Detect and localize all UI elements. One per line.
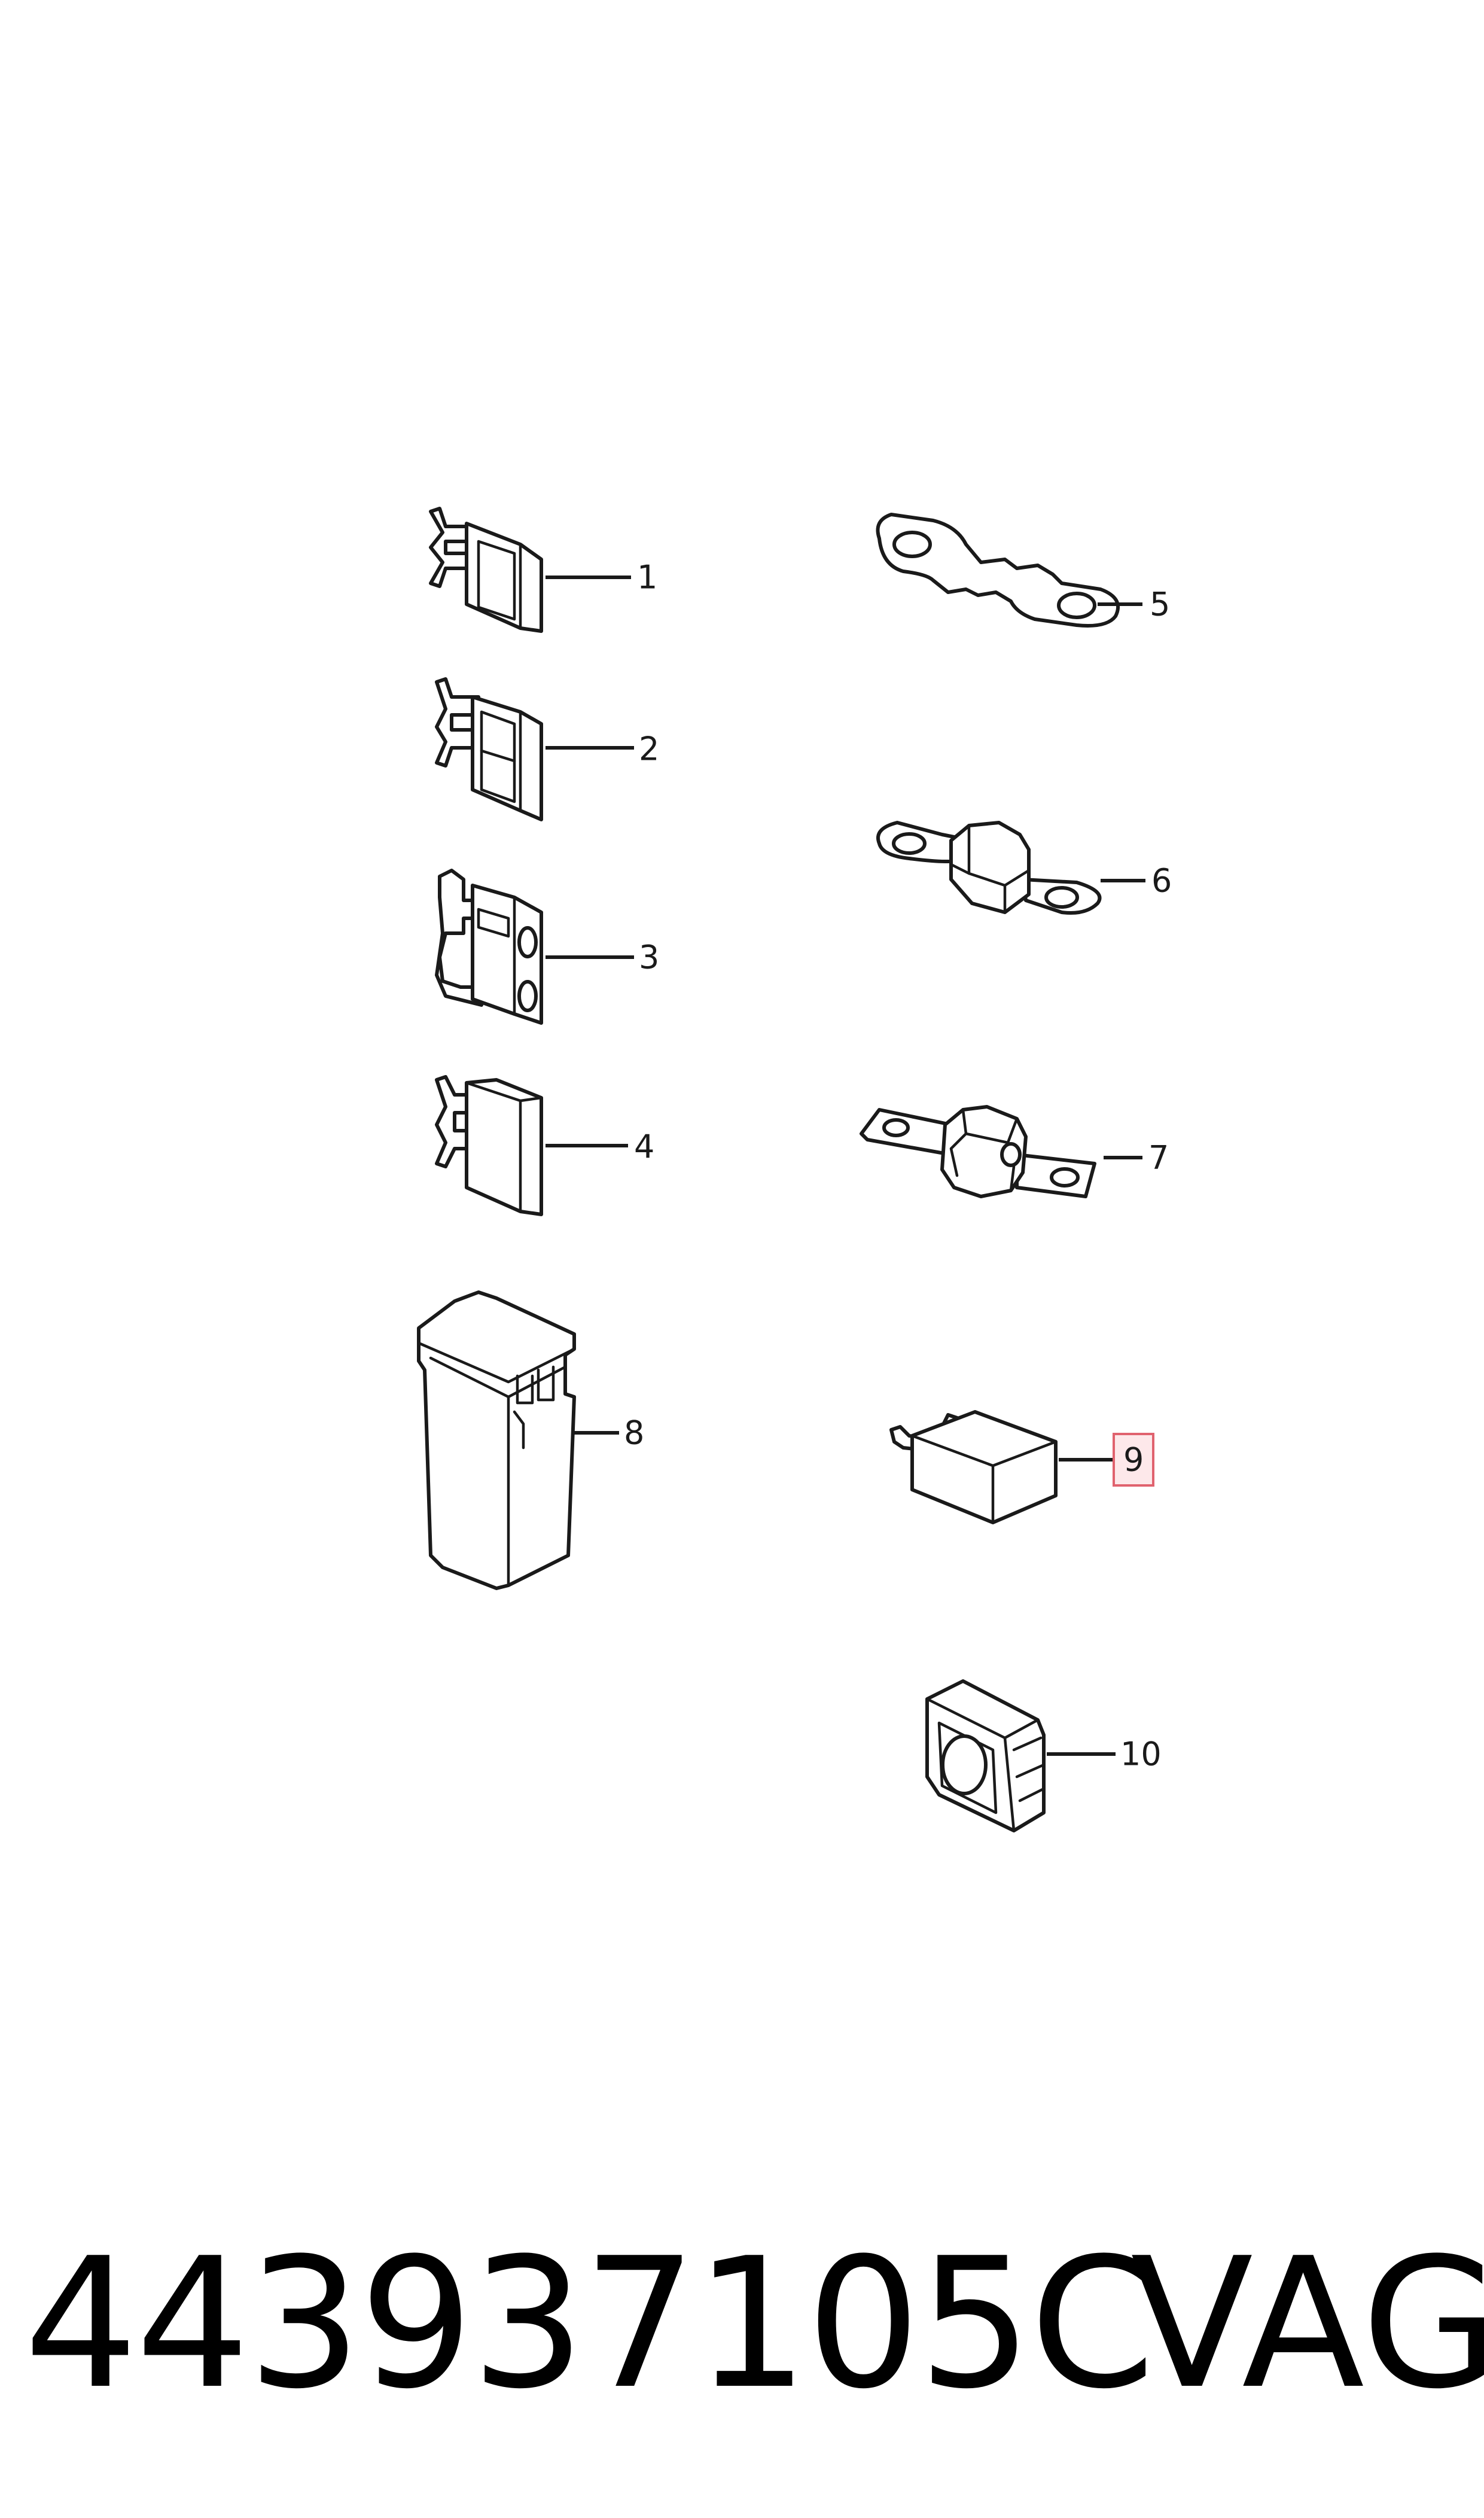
part-number: 443937105C: [24, 2219, 1155, 2428]
callout-8[interactable]: 8: [624, 1414, 644, 1452]
footer: 443937105C VAG: [24, 2219, 1484, 2428]
callout-10[interactable]: 10: [1120, 1735, 1162, 1773]
part-10-fuse-holder: [925, 1679, 1046, 1832]
part-6-midi-fuse: [876, 821, 1102, 915]
part-3-low-profile-fuse: [435, 869, 543, 1025]
brand-name: VAG: [1130, 2219, 1484, 2428]
callout-labels: 1 2 3 4 5 6 7 8 9 10: [624, 559, 1172, 1773]
part-1-mini-fuse: [429, 507, 543, 633]
callout-5[interactable]: 5: [1150, 586, 1170, 623]
callout-3[interactable]: 3: [639, 939, 659, 976]
callout-9[interactable]: 9: [1123, 1441, 1144, 1479]
part-7-midi-fuse-housing: [860, 1105, 1096, 1198]
callout-6[interactable]: 6: [1151, 862, 1172, 900]
callout-4[interactable]: 4: [634, 1128, 654, 1166]
callout-1[interactable]: 1: [637, 559, 657, 596]
part-5-strip-fuse: [876, 513, 1120, 628]
leader-lines: [546, 576, 1145, 1756]
part-8-cartridge-fuse: [417, 1290, 576, 1590]
callout-2[interactable]: 2: [639, 730, 659, 768]
part-4-blade-fuse: [435, 1075, 543, 1216]
part-2-mini-fuse: [435, 677, 543, 821]
part-9-circuit-breaker: [889, 1410, 1058, 1524]
callout-9-highlight: [1113, 1433, 1154, 1487]
callout-7[interactable]: 7: [1148, 1139, 1169, 1177]
